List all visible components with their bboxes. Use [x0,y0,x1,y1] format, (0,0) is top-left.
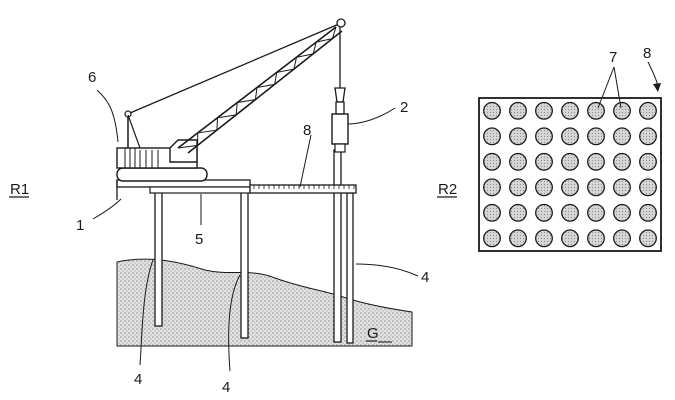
plate-hole [484,154,501,171]
label-deck-1: 1 [76,217,84,234]
plate-hole [588,154,605,171]
label-crane-6: 6 [88,69,96,86]
plate-hole [536,128,553,145]
scaffold-8 [250,185,356,193]
plate-hole [640,103,657,120]
plate-hole [614,154,631,171]
label-beam-5: 5 [195,231,203,248]
plate-hole [588,103,605,120]
plate-hole [562,128,579,145]
plate-hole [484,205,501,222]
plate-hole [640,179,657,196]
plate-hole [484,103,501,120]
pile-right-under-scaffold [347,193,353,343]
plate-hole [562,154,579,171]
plate-hole [536,179,553,196]
scaffold-hatch [254,185,354,189]
label-pile-4-left: 4 [134,371,142,388]
pile-middle [241,188,248,338]
plate-hole [588,128,605,145]
plate-hole [588,179,605,196]
plate-hole [640,205,657,222]
plate-hole [614,179,631,196]
plate-hole [484,230,501,247]
label-plate-8: 8 [643,45,651,62]
crane [117,19,345,181]
plate-hole [510,205,527,222]
hammer-2 [332,88,348,152]
label-region-r2: R2 [438,181,457,198]
pile-left [155,188,162,326]
beam-5 [150,187,250,193]
plate-hole [562,230,579,247]
plate-hole [484,128,501,145]
plate-hole [536,230,553,247]
label-pile-4-middle: 4 [222,379,230,396]
plate-hole [640,154,657,171]
plate-hole [510,179,527,196]
plate-8 [479,62,661,251]
label-ground-g: G [367,325,379,342]
label-holes-7: 7 [609,49,617,66]
plate-hole [640,128,657,145]
label-region-r1: R1 [10,181,29,198]
plate-hole [640,230,657,247]
plate-hole [510,154,527,171]
plate-hole [588,205,605,222]
label-hammer-2: 2 [400,99,408,116]
label-pile-4-right: 4 [421,269,429,286]
plate-hole [536,103,553,120]
crawler-track [117,168,207,181]
plate-hole [614,128,631,145]
pile-driven [334,150,341,342]
plate-hole [510,230,527,247]
plate-hole [484,179,501,196]
plate-hole [614,103,631,120]
plate-hole [614,205,631,222]
plate-hole [510,103,527,120]
plate-hole [536,154,553,171]
plate-hole [562,179,579,196]
plate-hole [614,230,631,247]
label-scaffold-8: 8 [303,122,311,139]
plate-hole [562,205,579,222]
boom-tip [337,19,345,27]
plate-hole [536,205,553,222]
plate-hole [510,128,527,145]
plate-hole [562,103,579,120]
plate-outline [479,98,661,251]
platform [117,180,356,200]
plate-hole [588,230,605,247]
